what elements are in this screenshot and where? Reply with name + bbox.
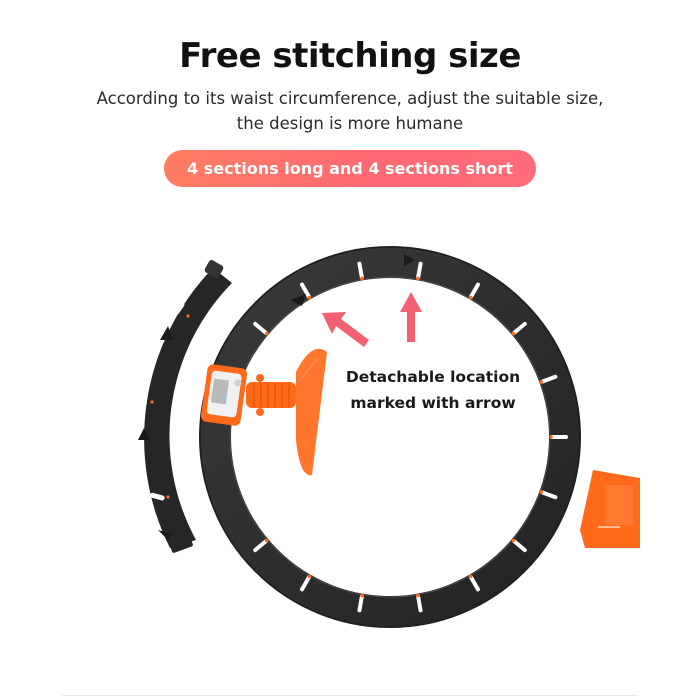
arrow-up-icon — [400, 292, 422, 342]
weight-ball-clip-icon — [580, 470, 640, 548]
main-ring — [199, 246, 581, 628]
counter-display-icon — [200, 348, 327, 476]
subtitle-line-2: the design is more humane — [236, 114, 464, 133]
annotation-line-2: marked with arrow — [350, 394, 516, 412]
subtitle-line-1: According to its waist circumference, ad… — [96, 89, 604, 108]
detached-segment-icon — [130, 260, 232, 553]
detachable-annotation: Detachable location marked with arrow — [338, 364, 528, 416]
page-title: Free stitching size — [179, 36, 521, 76]
annotation-line-1: Detachable location — [345, 368, 521, 386]
divider — [62, 695, 638, 696]
subtitle: According to its waist circumference, ad… — [0, 86, 700, 136]
sections-badge: 4 sections long and 4 sections short — [164, 150, 536, 187]
arrow-diagonal-icon — [322, 312, 369, 347]
